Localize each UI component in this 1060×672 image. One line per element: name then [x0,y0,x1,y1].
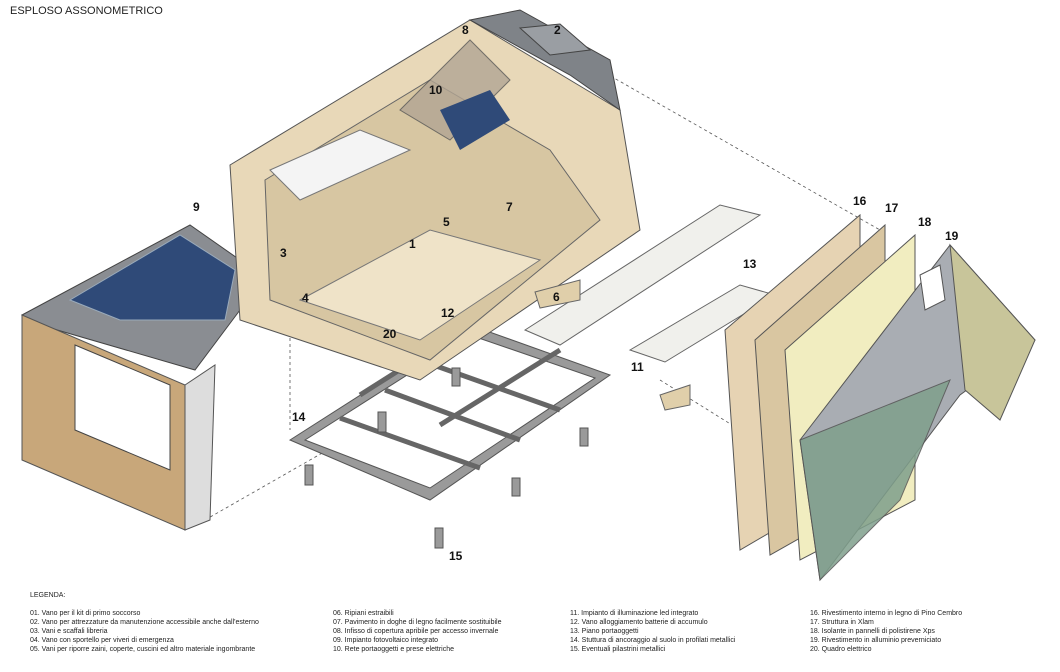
shelter-main-body [229,9,641,381]
legend-item: 16. Rivestimento interno in legno di Pin… [810,610,963,617]
legend-item: 05. Vani per riporre zaini, coperte, cus… [30,646,256,653]
legend-column-3: 11. Impianto di illuminazione led integr… [570,609,735,654]
legend-item: 09. Impianto fotovoltaico integrato [333,637,439,644]
callout-5: 5 [443,215,450,229]
callout-4: 4 [302,291,309,305]
legend-column-4: 16. Rivestimento interno in legno di Pin… [810,609,962,654]
guide-lines [204,69,881,521]
legend-item: 17. Struttura in Xlam [810,619,874,626]
photovoltaic-roof-module [20,224,241,531]
callout-13: 13 [743,257,757,271]
page-title: ESPLOSO ASSONOMETRICO [10,5,163,17]
legend-column-2: 06. Ripiani estraibili 07. Pavimento in … [333,609,502,654]
callout-15: 15 [449,549,463,563]
callout-16: 16 [853,194,867,208]
callout-20: 20 [383,327,397,341]
callout-11: 11 [631,360,644,374]
legend-item: 10. Rete portaoggetti e prese elettriche [333,646,455,653]
legend-column-1: 01. Vano per il kit di primo soccorso 02… [30,609,259,654]
callout-19: 19 [945,229,959,243]
callout-18: 18 [918,215,932,229]
callout-10: 10 [429,83,443,97]
callout-7: 7 [506,200,513,214]
callout-2: 2 [554,23,561,37]
callout-9: 9 [193,200,200,214]
legend-item: 18. Isolante in pannelli di polistirene … [810,628,935,635]
legend-item: 20. Quadro elettrico [810,646,872,653]
legend-item: 08. Infisso di copertura apribile per ac… [333,628,499,635]
legend-item: 13. Piano portaoggetti [570,628,639,635]
legend-item: 06. Ripiani estraibili [333,610,394,617]
callout-1: 1 [409,237,416,251]
callout-17: 17 [885,201,899,215]
legend-item: 15. Eventuali pilastrini metallici [570,646,666,653]
callout-12: 12 [441,306,455,320]
callout-3: 3 [280,246,287,260]
legend-heading: LEGENDA: [30,592,66,599]
legend-item: 14. Stuttura di ancoraggio al suolo in p… [570,637,736,644]
legend-item: 02. Vano per attrezzature da manutenzion… [30,619,259,626]
callout-6: 6 [553,290,560,304]
callout-8: 8 [462,23,469,37]
wall-layers [724,213,1036,582]
pullout-shelves [523,204,777,411]
steel-base-frame [288,297,612,549]
legend-item: 11. Impianto di illuminazione led integr… [570,610,699,617]
legend-item: 03. Vani e scaffali libreria [30,628,108,635]
legend-item: 01. Vano per il kit di primo soccorso [30,610,141,617]
legend-item: 04. Vano con sportello per viveri di eme… [30,637,174,644]
callout-14: 14 [292,410,306,424]
legend-item: 12. Vano alloggiamento batterie di accum… [570,619,708,626]
legend-item: 19. Rivestimento in alluminio prevernici… [810,637,942,644]
legend-item: 07. Pavimento in doghe di legno facilmen… [333,619,502,626]
